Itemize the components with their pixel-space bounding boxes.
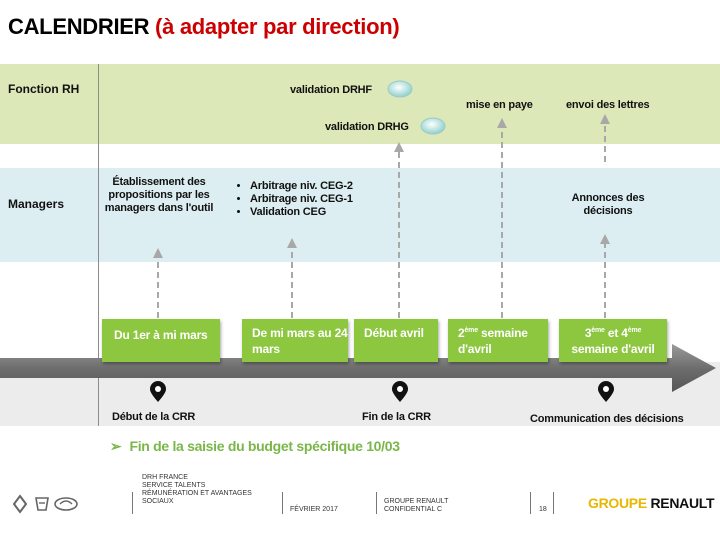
brand-word-2: RENAULT (650, 495, 715, 511)
budget-note: ➢ Fin de la saisie du budget spécifique 1… (110, 438, 400, 455)
renault-logo-icon (12, 494, 28, 514)
dacia-logo-icon (35, 497, 49, 511)
footer-org-line: SOCIAUX (142, 498, 174, 505)
milestone-debut-crr: Début de la CRR (112, 411, 196, 423)
period-box-4-rest: semaine (481, 326, 528, 340)
footer-divider (132, 492, 133, 514)
footer-divider (530, 492, 531, 514)
period-box-5: 3ème et 4ème semaine d'avril (559, 319, 667, 362)
etablissement-label: Établissement des propositions par les m… (104, 176, 214, 214)
period-box-4-line2: d'avril (458, 342, 492, 356)
arrow-bullet-icon: ➢ (110, 438, 122, 454)
footer-org-line: DRH FRANCE (142, 474, 188, 481)
brand-word-1: GROUPE (588, 495, 647, 511)
location-pin-icon (598, 381, 614, 402)
arrowhead-arbitrage (287, 238, 297, 248)
groupe-renault-logo: GROUPE RENAULT (588, 495, 715, 511)
period-box-2: De mi mars au 24 mars (242, 319, 348, 362)
arrowhead-annonces (600, 234, 610, 244)
budget-note-text: Fin de la saisie du budget spécifique 10… (129, 438, 400, 454)
arrowhead-paye (497, 118, 507, 128)
footer-company-line: GROUPE RENAULT (384, 498, 449, 505)
brand-logos (12, 494, 78, 514)
mise-en-paye-label: mise en paye (466, 99, 533, 111)
validation-drhf-label: validation DRHF (290, 84, 372, 96)
arrowhead-lettres (600, 114, 610, 124)
list-item: Arbitrage niv. CEG-1 (250, 193, 400, 206)
footer-company: GROUPE RENAULT CONFIDENTIAL C (384, 498, 448, 514)
period-box-5-sup1: ème (591, 327, 605, 334)
period-box-3: Début avril (354, 319, 438, 362)
period-box-1: Du 1er à mi mars (102, 319, 220, 362)
validation-drhg-label: validation DRHG (325, 121, 409, 133)
envoi-lettres-label: envoi des lettres (566, 99, 650, 111)
period-box-4-num: 2 (458, 326, 465, 340)
footer-divider (376, 492, 377, 514)
period-box-5-sup2: ème (627, 327, 642, 334)
footer-org-line: RÉMUNÉRATION ET AVANTAGES (142, 490, 252, 497)
footer-org-line: SERVICE TALENTS (142, 482, 206, 489)
location-pin-icon (392, 381, 408, 402)
lada-logo-icon (54, 497, 78, 511)
footer-company-line: CONFIDENTIAL C (384, 506, 443, 513)
dashed-connectors (157, 122, 606, 318)
timeline-arrow (0, 344, 716, 392)
managers-row-label: Managers (8, 197, 65, 211)
location-pin-icon (150, 381, 166, 402)
milestone-communication: Communication des décisions (530, 413, 684, 425)
period-box-5-mid: et 4 (607, 326, 628, 340)
list-item: Arbitrage niv. CEG-2 (250, 180, 400, 193)
period-box-5-line2: semaine d'avril (571, 342, 655, 356)
page-number: 18 (539, 506, 547, 513)
arbitrage-list: Arbitrage niv. CEG-2 Arbitrage niv. CEG-… (236, 180, 400, 219)
rh-row-label: Fonction RH (8, 82, 80, 96)
list-item: Validation CEG (250, 206, 400, 219)
annonces-label: Annonces des décisions (571, 192, 645, 217)
connector-arrowheads (153, 114, 610, 258)
page-title: CALENDRIER (à adapter par direction) (8, 14, 400, 40)
footer-divider (282, 492, 283, 514)
period-box-4: 2ème semaine d'avril (448, 319, 548, 362)
arrowhead-etablissement (153, 248, 163, 258)
row-divider (98, 64, 99, 426)
footer-date: FÉVRIER 2017 (290, 506, 338, 513)
title-accent: (à adapter par direction) (155, 14, 400, 39)
validation-drhf-marker (387, 80, 413, 98)
period-box-4-sup: ème (464, 327, 478, 334)
managers-band (0, 168, 720, 262)
footer-org: DRH FRANCE SERVICE TALENTS RÉMUNÉRATION … (142, 474, 252, 506)
period-box-2-label: De mi mars au 24 mars (252, 326, 348, 356)
title-main: CALENDRIER (8, 14, 150, 39)
milestone-fin-crr: Fin de la CRR (362, 411, 431, 423)
validation-drhg-marker (420, 117, 446, 135)
rh-band (0, 64, 720, 144)
period-box-5-num: 3 (584, 326, 592, 340)
arrowhead-drhg (394, 142, 404, 152)
period-box-1-label: Du 1er à mi mars (114, 328, 208, 342)
footer-divider (553, 492, 554, 514)
period-box-3-label: Début avril (364, 326, 424, 340)
